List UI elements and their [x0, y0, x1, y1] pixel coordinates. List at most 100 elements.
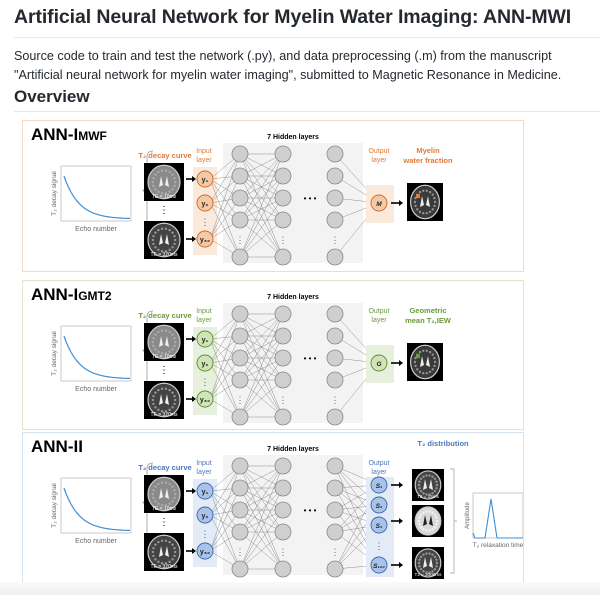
hidden-node [274, 189, 292, 207]
hidden-layers-label: 7 Hidden layers [267, 446, 319, 453]
connection-line [209, 153, 241, 204]
hidden-node [274, 501, 292, 519]
plot-ylabel: T₂ decay signal [51, 171, 58, 216]
input-node-label: y₂ [201, 513, 208, 520]
arrow-icon [399, 518, 403, 524]
input-node-label: y₃₂ [200, 237, 210, 244]
arrow-icon [192, 488, 196, 494]
input-node [196, 170, 214, 188]
input-node-label: y₃₂ [200, 549, 210, 556]
output-node [370, 354, 388, 372]
result-label: Myelin [416, 146, 440, 155]
hidden-node [326, 501, 344, 519]
hidden-node [231, 349, 249, 367]
result-label: T₂ distribution [417, 439, 469, 448]
connection-line [209, 178, 241, 221]
horizontal-ellipsis: • • • [304, 506, 317, 515]
input-layer-label: Input [196, 460, 212, 467]
connection-line [209, 202, 241, 258]
result-map-image [407, 343, 443, 381]
input-layer-label: layer [196, 469, 212, 476]
input-node-label: y₃₂ [200, 397, 210, 404]
connection-line [239, 465, 284, 511]
result-label: Geometric [409, 306, 446, 315]
echo-image-last [144, 381, 184, 419]
connection-line [239, 487, 284, 570]
section-divider [14, 111, 600, 112]
hidden-node [231, 248, 249, 266]
connection-line [209, 490, 241, 533]
input-node [196, 506, 214, 524]
output-layer-label: layer [371, 157, 387, 164]
connection-line [209, 357, 241, 400]
hidden-node [326, 408, 344, 426]
connection-line [239, 465, 284, 570]
input-layer-label: Input [196, 308, 212, 315]
output-node [370, 516, 388, 534]
vertical-ellipsis: ⋮ [331, 395, 340, 405]
output-node-label: G [376, 361, 381, 368]
connection-line [239, 153, 284, 258]
vertical-ellipsis: ⋮ [159, 365, 169, 376]
panel-title-main: ANN-I [31, 125, 79, 144]
hidden-node [274, 457, 292, 475]
hidden-node [274, 305, 292, 323]
input-node-label: y₁ [202, 489, 209, 496]
distribution-map-label: T2 = 15ms [417, 494, 440, 499]
plot-ylabel: T₂ decay signal [51, 331, 58, 376]
vertical-ellipsis: ⋮ [201, 529, 210, 539]
hidden-node [326, 145, 344, 163]
decay-curve-line [63, 175, 131, 220]
connection-line [239, 335, 284, 381]
connection-line [209, 514, 241, 570]
vertical-ellipsis: ⋮ [201, 217, 210, 227]
hidden-node [326, 248, 344, 266]
vertical-ellipsis: ⋮ [331, 235, 340, 245]
result-label: water fraction [402, 156, 453, 165]
connection-line [209, 175, 241, 240]
connection-line [209, 465, 241, 516]
output-node-label: M [376, 201, 382, 208]
input-layer-label: layer [196, 317, 212, 324]
hidden-node [231, 189, 249, 207]
distribution-map-image [412, 547, 444, 579]
input-layer-label: Input [196, 148, 212, 155]
plot-xlabel: Echo number [75, 538, 117, 545]
panel-title-subscript: MWF [78, 129, 107, 143]
hidden-layers-label: 7 Hidden layers [267, 294, 319, 301]
hidden-node [274, 560, 292, 578]
input-node [196, 390, 214, 408]
input-node-label: y₂ [201, 361, 208, 368]
distribution-map-label: T2 = 2000ms [415, 572, 443, 577]
hidden-node [326, 327, 344, 345]
connection-line [239, 379, 284, 418]
panel-title: ANN-IMWF [31, 125, 107, 145]
hidden-node [231, 167, 249, 185]
hidden-node [231, 327, 249, 345]
horizontal-ellipsis: • • • [304, 354, 317, 363]
output-layer-label: layer [371, 317, 387, 324]
arrow-icon [192, 396, 196, 402]
plot-frame [60, 477, 132, 534]
roi-marker [416, 354, 420, 358]
hidden-node [231, 457, 249, 475]
connection-line [239, 313, 284, 359]
arrow-icon [192, 236, 196, 242]
vertical-ellipsis: ⋮ [201, 377, 210, 387]
hidden-node [231, 523, 249, 541]
te-label-last: TE = 320ms [150, 564, 178, 570]
arrow-icon [399, 200, 403, 206]
hidden-node [274, 248, 292, 266]
vertical-ellipsis: ⋮ [236, 395, 245, 405]
hidden-node [231, 501, 249, 519]
hidden-node [326, 371, 344, 389]
connection-line [209, 335, 241, 400]
arrow-icon [192, 336, 196, 342]
distribution-curve-line [472, 498, 523, 539]
connection-line [239, 509, 284, 570]
connection-line [239, 465, 284, 533]
